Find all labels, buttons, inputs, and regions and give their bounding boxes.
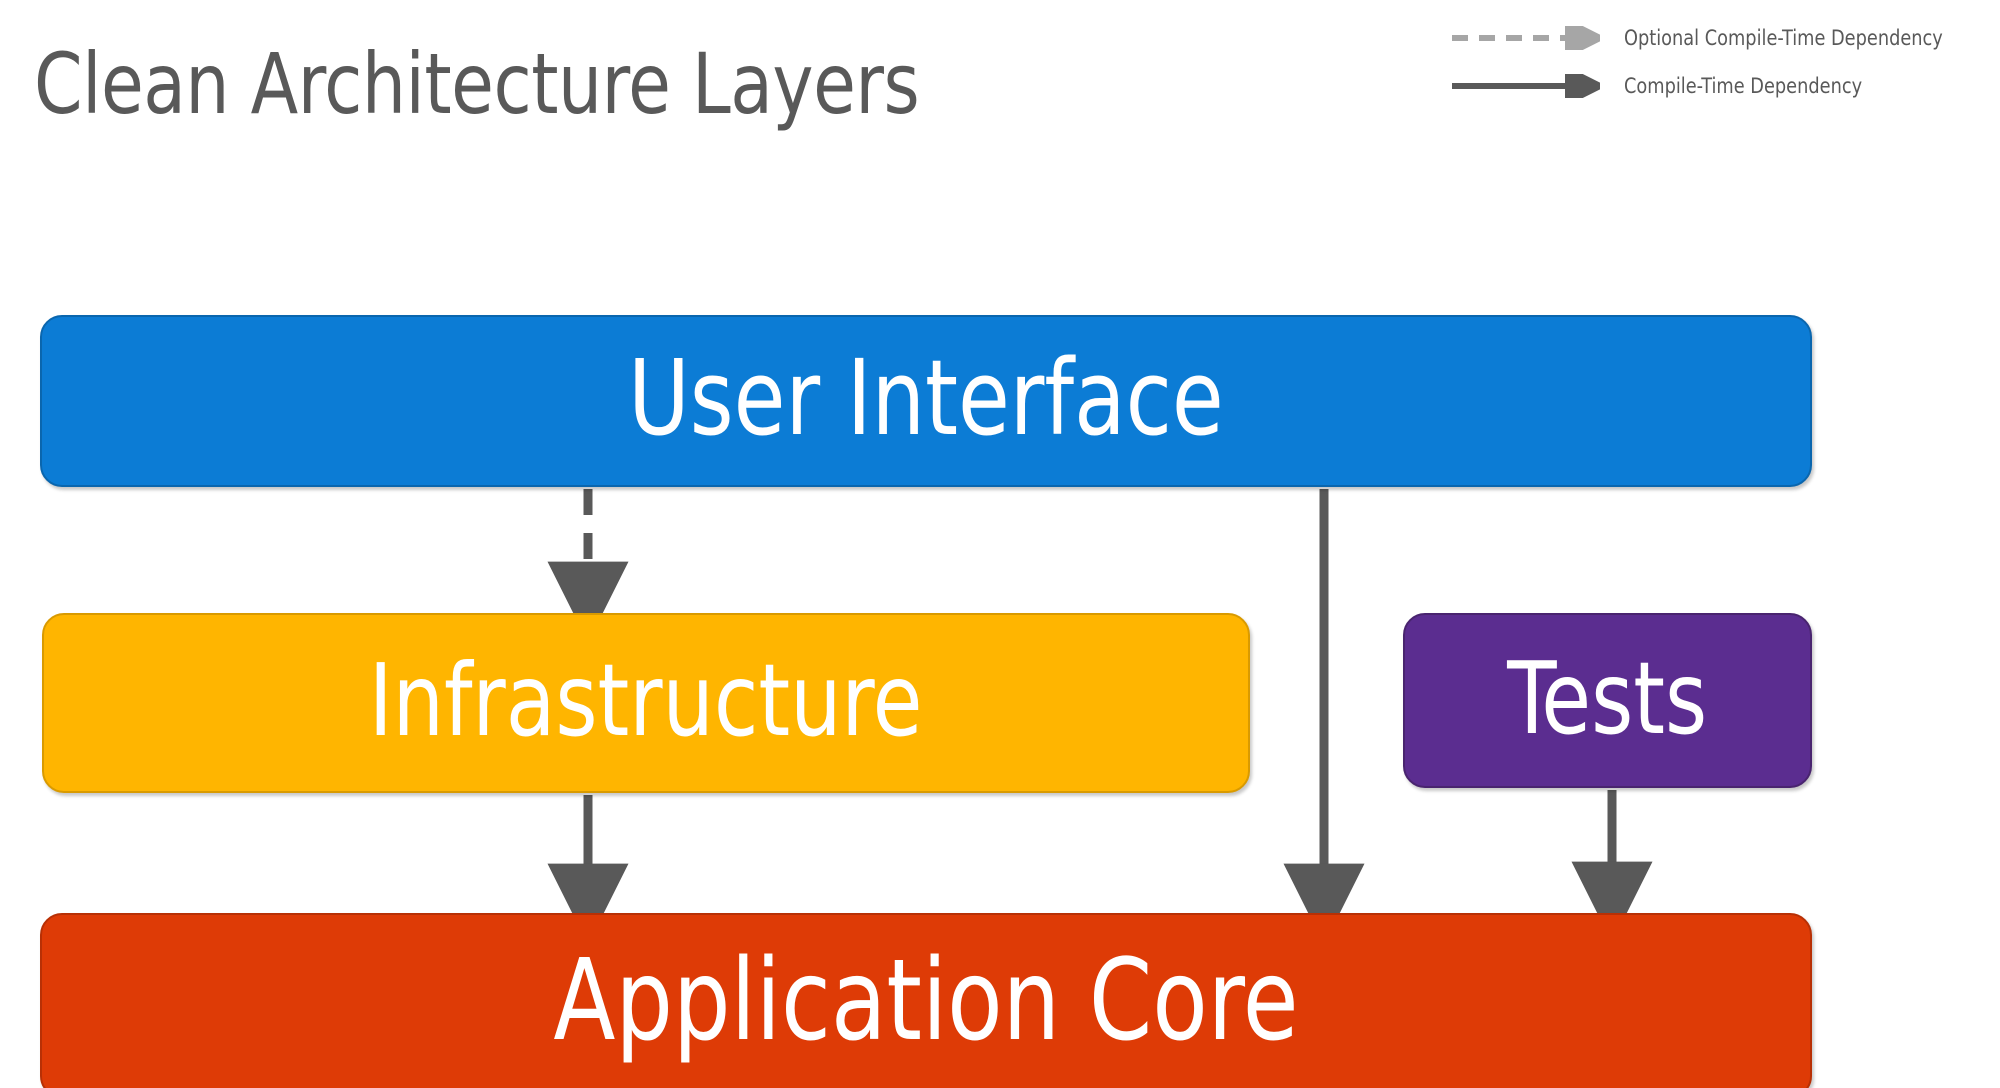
legend-item-compile-dependency: Compile-Time Dependency xyxy=(1450,65,1877,107)
dashed-arrow-icon xyxy=(1450,17,1607,59)
layer-box-user-interface[interactable]: User Interface xyxy=(40,315,1812,487)
legend-item-label: Optional Compile-Time Dependency xyxy=(1624,26,1943,50)
layer-label-tests: Tests xyxy=(1507,639,1708,757)
layer-box-tests[interactable]: Tests xyxy=(1403,613,1812,788)
legend-item-label: Compile-Time Dependency xyxy=(1624,74,1863,98)
layer-box-infrastructure[interactable]: Infrastructure xyxy=(42,613,1250,793)
solid-arrow-icon xyxy=(1450,65,1607,107)
legend-item-optional-dependency: Optional Compile-Time Dependency xyxy=(1450,17,1963,59)
legend: Optional Compile-Time Dependency Compile… xyxy=(1450,16,1990,112)
layer-box-application-core[interactable]: Application Core xyxy=(40,913,1812,1088)
page-title: Clean Architecture Layers xyxy=(34,35,920,133)
layer-label-user-interface: User Interface xyxy=(628,337,1224,459)
layer-label-infrastructure: Infrastructure xyxy=(369,642,923,759)
layer-label-application-core: Application Core xyxy=(553,935,1299,1066)
